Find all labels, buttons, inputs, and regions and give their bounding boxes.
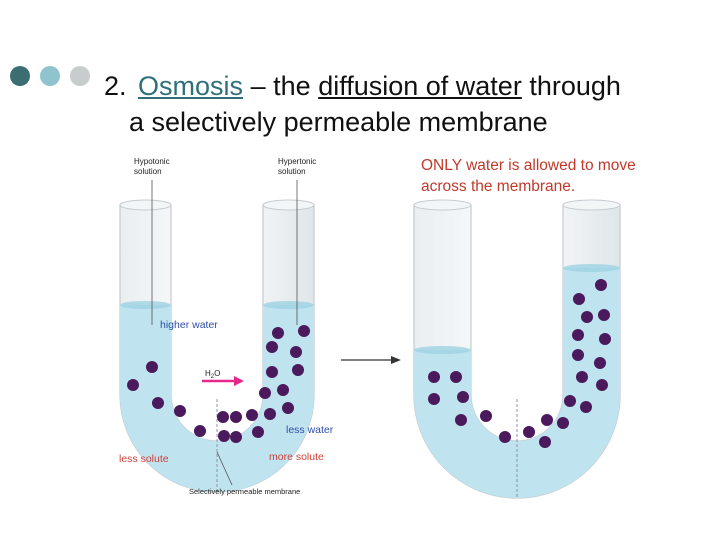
label-more-solute: more solute: [269, 451, 324, 463]
label-hypertonic-2: solution: [278, 167, 306, 176]
slide-title: 2. Osmosis – the diffusion of water thro…: [104, 68, 714, 140]
label-higher-water: higher water: [160, 319, 218, 331]
label-less-water: less water: [286, 424, 334, 436]
label-hypotonic-2: solution: [134, 167, 162, 176]
title-the: the: [273, 71, 311, 101]
h2o-label: H2O: [205, 369, 220, 380]
title-rest: through: [529, 71, 621, 101]
label-hypotonic-1: Hypotonic: [134, 157, 170, 166]
bullet-dot-1: [10, 66, 30, 86]
right-solute-particles: [428, 279, 611, 448]
title-number: 2.: [104, 71, 127, 101]
right-u-tube-water: [414, 268, 620, 498]
label-hypertonic-1: Hypertonic: [278, 157, 316, 166]
title-line2: a selectively permeable membrane: [129, 107, 548, 137]
transition-arrow: [341, 356, 401, 364]
note-text: ONLY water is allowed to move across the…: [421, 157, 636, 195]
label-less-solute: less solute: [119, 453, 169, 465]
label-membrane: Selectively permeable membrane: [189, 487, 300, 496]
left-u-tube-water: [120, 305, 314, 492]
title-dash: –: [250, 71, 266, 101]
left-solute-particles: [127, 325, 310, 443]
bullet-dot-3: [70, 66, 90, 86]
h2o-arrow: [202, 376, 244, 386]
title-keyword: Osmosis: [138, 71, 244, 101]
bullet-dot-2: [40, 66, 60, 86]
title-phrase: diffusion of water: [318, 71, 522, 101]
